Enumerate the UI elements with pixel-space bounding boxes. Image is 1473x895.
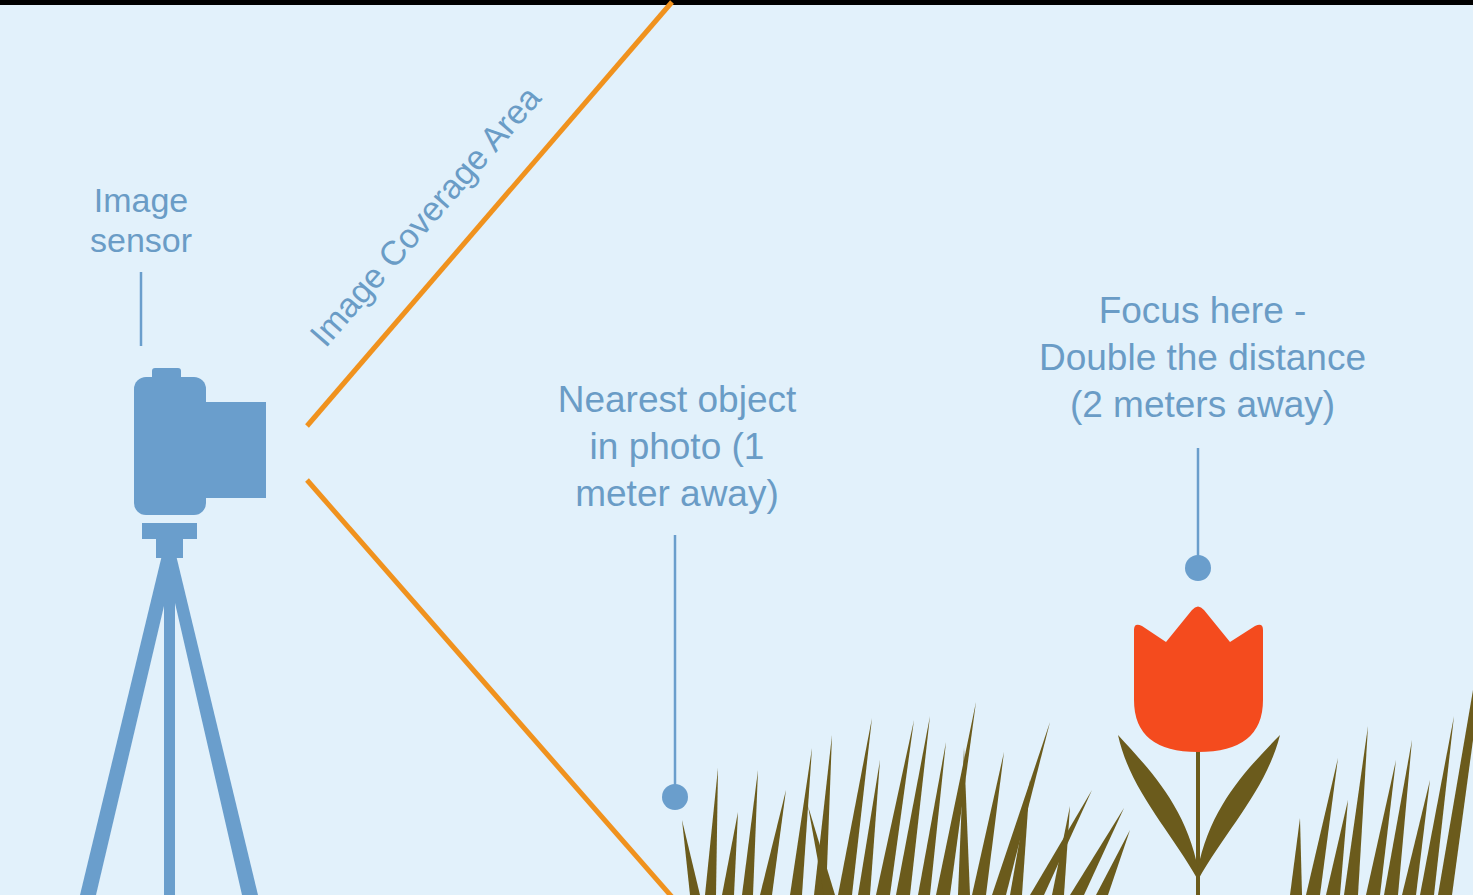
leader-line	[1197, 448, 1200, 560]
grass-blade	[722, 812, 738, 895]
grass-blade	[742, 770, 758, 895]
tripod-leg	[164, 555, 175, 895]
grass-blade	[1052, 806, 1070, 895]
tripod-stem	[156, 538, 183, 558]
grass-blade	[958, 748, 970, 895]
grass-blade	[992, 722, 1050, 895]
grass-blade	[936, 702, 976, 895]
callout-label: Focus here - Double the distance (2 mete…	[1037, 287, 1368, 428]
grass-blade	[705, 768, 718, 895]
tulip-leaf	[1118, 735, 1200, 880]
tripod-leg	[80, 555, 176, 895]
top-border	[0, 0, 1473, 5]
leader-line	[140, 272, 143, 346]
grass-blade	[808, 806, 835, 895]
coverage-line	[307, 480, 672, 895]
leader-dot	[662, 784, 688, 810]
grass-blade	[760, 790, 786, 895]
tripod	[80, 523, 258, 895]
grass-blade	[1438, 690, 1473, 895]
grass-blade	[1290, 818, 1302, 895]
tripod-leg	[164, 555, 258, 895]
grass-blade	[1096, 830, 1130, 895]
callout-label: Nearest object in photo (1 meter away)	[546, 376, 808, 517]
camera-lens	[200, 402, 266, 498]
camera-body	[134, 377, 206, 515]
part-label: Image sensor	[66, 180, 216, 260]
grass-blade	[790, 748, 812, 895]
tulip-leaf	[1196, 735, 1280, 880]
leader-dot	[1185, 555, 1211, 581]
tripod-head	[142, 523, 197, 539]
camera	[134, 368, 266, 515]
grass-blade	[1070, 808, 1124, 895]
leader-line	[674, 535, 677, 790]
coverage-line	[307, 2, 672, 426]
grass-blade	[1010, 780, 1030, 895]
grass-blade	[1344, 726, 1368, 895]
grass-blade	[682, 820, 700, 895]
tulip-flower	[1134, 607, 1263, 753]
grass-blade	[858, 760, 880, 895]
grass-blade	[1326, 800, 1348, 895]
grass	[682, 690, 1473, 895]
